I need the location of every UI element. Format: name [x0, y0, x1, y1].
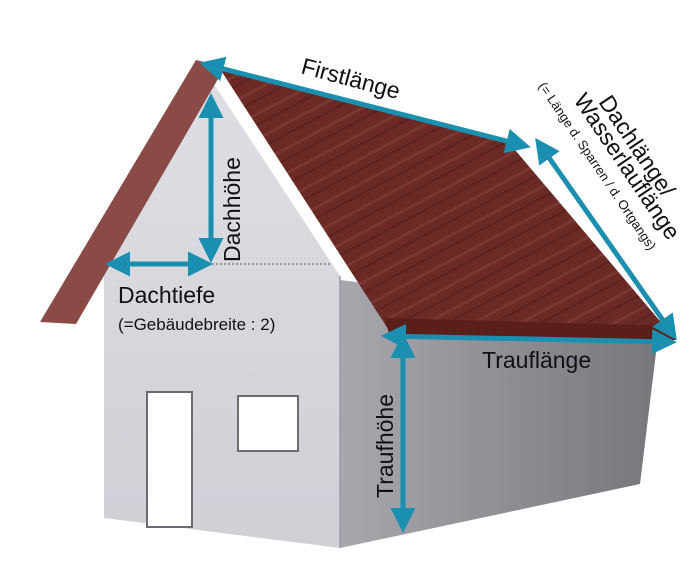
dachlaenge-arrow — [535, 137, 677, 341]
roof-front-verge — [40, 60, 222, 324]
label-trauflaenge: Trauflänge — [482, 347, 591, 373]
label-dachtiefe-note: (=Gebäudebreite : 2) — [118, 315, 275, 334]
trauflaenge-arrow — [381, 323, 677, 355]
label-traufhoehe: Traufhöhe — [372, 394, 398, 498]
label-dachtiefe: Dachtiefe — [118, 282, 215, 308]
window — [237, 395, 299, 452]
firstlaenge-arrow — [199, 56, 531, 154]
label-dachhoehe: Dachhöhe — [219, 157, 245, 262]
door — [146, 391, 193, 528]
